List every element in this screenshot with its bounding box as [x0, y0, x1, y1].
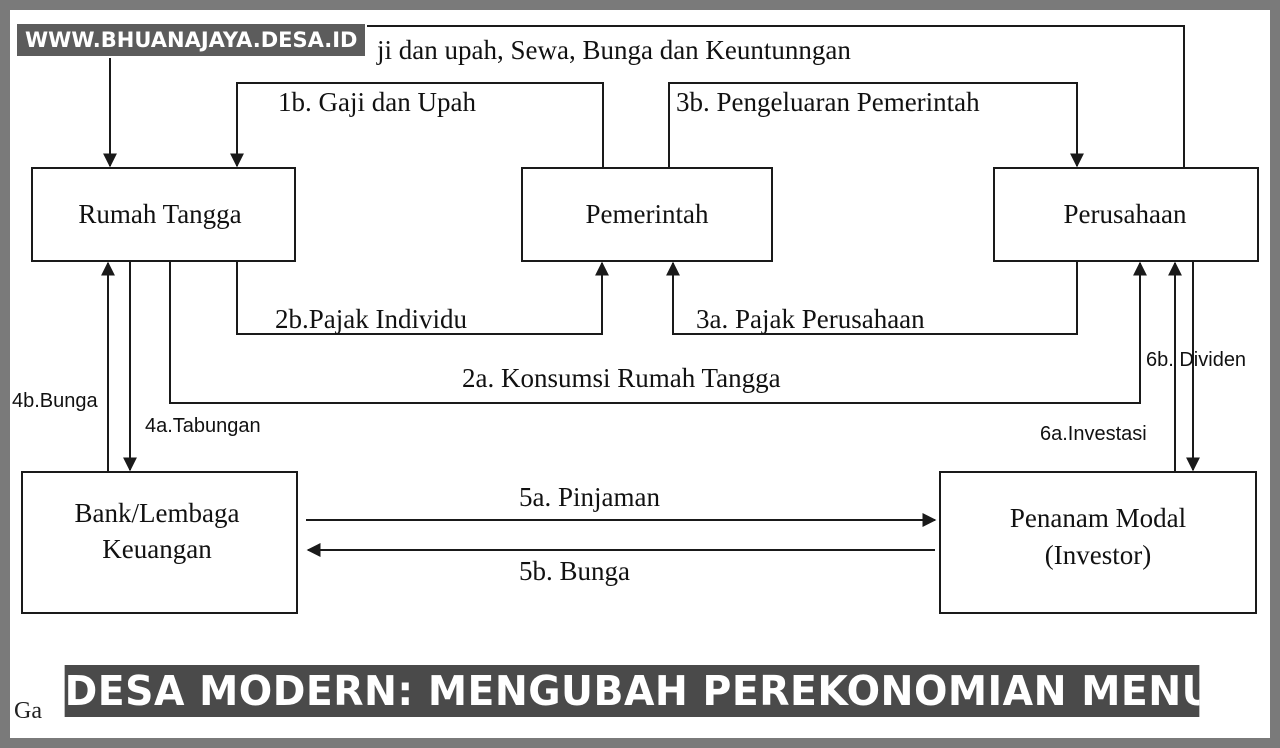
flow-line-1b [230, 82, 604, 168]
flow-label-2b: 2b.Pajak Individu [275, 304, 467, 334]
investor-box [939, 471, 1257, 614]
perusahaan-label: Perusahaan [1064, 199, 1187, 229]
flow-label-6b: 6b. Dividen [1146, 349, 1246, 371]
flow-line-3b [668, 82, 1084, 168]
flow-line-3a [666, 261, 1078, 335]
flow-label-1b: 1b. Gaji dan Upah [278, 87, 476, 117]
investor-label-line1: Penanam Modal [1010, 503, 1186, 533]
investor-label-line2: (Investor) [1045, 540, 1151, 570]
flow-line-2b [236, 261, 609, 335]
flow-label-4a: 4a.Tabungan [145, 415, 261, 437]
figure-caption-partial: Ga [14, 698, 42, 724]
site-watermark: WWW.BHUANAJAYA.DESA.ID [15, 22, 368, 58]
bank-label-line2: Keuangan [102, 534, 212, 564]
diagram-canvas: Rumah Tangga Pemerintah Perusahaan Bank/… [10, 10, 1270, 738]
flow-label-5a: 5a. Pinjaman [519, 482, 660, 512]
headline-banner: DESA MODERN: MENGUBAH PEREKONOMIAN MENUJ… [64, 665, 1200, 717]
flow-label-5b: 5b. Bunga [519, 556, 630, 586]
flow-label-2a: 2a. Konsumsi Rumah Tangga [462, 363, 781, 393]
bank-label-line1: Bank/Lembaga [75, 498, 240, 528]
pemerintah-label: Pemerintah [586, 199, 709, 229]
flow-line-1a [103, 25, 1185, 168]
bank-box [21, 471, 298, 614]
flow-label-4b: 4b.Bunga [12, 390, 99, 412]
pemerintah-box [521, 167, 773, 262]
economic-flow-diagram: Rumah Tangga Pemerintah Perusahaan Bank/… [12, 25, 1259, 614]
rumah-tangga-label: Rumah Tangga [78, 199, 241, 229]
flow-label-1a: ji dan upah, Sewa, Bunga dan Keuntunngan [376, 35, 851, 65]
flow-label-6a: 6a.Investasi [1040, 423, 1147, 445]
flow-line-2a [169, 261, 1147, 404]
flow-label-3b: 3b. Pengeluaran Pemerintah [676, 87, 980, 117]
rumah-tangga-box [31, 167, 296, 262]
flow-label-3a: 3a. Pajak Perusahaan [696, 304, 925, 334]
perusahaan-box [993, 167, 1259, 262]
